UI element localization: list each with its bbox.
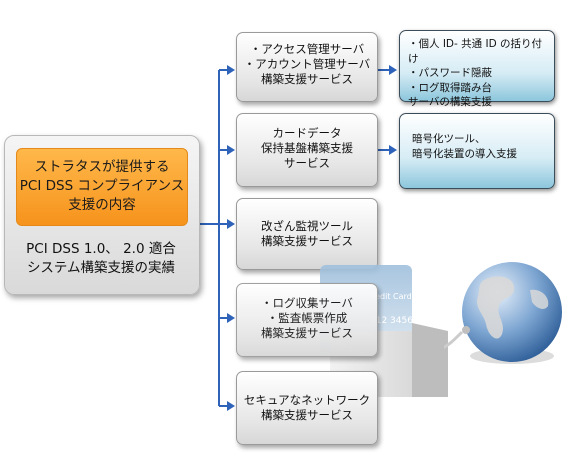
service-4-line-2: ・監査帳票作成 <box>266 311 348 325</box>
main-highlight-line-1: ストラタスが提供する <box>34 159 170 175</box>
globe-illustration <box>444 262 562 364</box>
service-4-line-3: 構築支援サービス <box>261 326 353 340</box>
service-box-log-collection: ・ログ収集サーバ ・監査帳票作成 構築支援サービス <box>236 283 378 357</box>
detail-1-line-2: ・パスワード隠蔽 <box>408 67 492 79</box>
detail-2-line-1: 暗号化ツール、 <box>412 133 486 145</box>
main-highlight-line-2: PCI DSS コンプライアンス <box>19 178 185 194</box>
detail-1-line-4: サーバの構築支援 <box>408 96 492 108</box>
detail-arrow-2 <box>377 145 397 155</box>
branch-arrow-2 <box>219 145 235 155</box>
branch-arrow-4 <box>219 313 235 323</box>
detail-2-line-2: 暗号化装置の導入支援 <box>412 147 517 160</box>
service-5-line-1: セキュアなネットワーク <box>243 393 371 407</box>
main-highlight: ストラタスが提供する PCI DSS コンプライアンス 支援の内容 <box>16 148 188 226</box>
detail-box-encryption: 暗号化ツール、 暗号化装置の導入支援 <box>399 113 555 189</box>
service-1-line-3: 構築支援サービス <box>261 72 353 86</box>
service-4-line-1: ・ログ収集サーバ <box>261 296 353 310</box>
service-1-line-2: ・アカウント管理サーバ <box>243 57 371 71</box>
service-box-access: ・アクセス管理サーバ ・アカウント管理サーバ 構築支援サービス <box>236 32 378 102</box>
main-subtitle: PCI DSS 1.0、 2.0 適合 システム構築支援の実績 <box>10 240 192 278</box>
detail-arrow-1 <box>377 65 397 75</box>
branch-arrow-1 <box>219 65 235 75</box>
main-subtitle-line-1: PCI DSS 1.0、 2.0 適合 <box>26 241 176 257</box>
card-label: redit Card <box>372 292 412 301</box>
branch-arrow-5 <box>219 401 235 411</box>
service-2-line-2: 保持基盤構築支援 <box>261 141 353 155</box>
service-5-line-2: 構築支援サービス <box>261 408 353 422</box>
card-number: 012 3456 <box>370 316 413 326</box>
service-box-secure-network: セキュアなネットワーク 構築支援サービス <box>236 371 378 445</box>
service-box-tamper-monitoring: 改ざん監視ツール 構築支援サービス <box>236 198 378 270</box>
globe-icon <box>462 262 562 362</box>
service-1-line-1: ・アクセス管理サーバ <box>249 42 365 56</box>
service-2-line-3: サービス <box>284 156 330 170</box>
main-subtitle-line-2: システム構築支援の実績 <box>26 260 176 276</box>
service-3-line-1: 改ざん監視ツール <box>261 219 353 233</box>
detail-1-line-3: ・ログ取得踏み台 <box>408 81 492 94</box>
branch-arrow-3 <box>210 219 235 229</box>
detail-box-id-management: ・個人 ID- 共通 ID の括り付け ・パスワード隠蔽 ・ログ取得踏み台 サー… <box>399 30 555 108</box>
service-2-line-1: カードデータ <box>272 126 342 140</box>
service-box-card-data: カードデータ 保持基盤構築支援 サービス <box>236 113 378 187</box>
service-3-line-2: 構築支援サービス <box>261 234 353 248</box>
detail-1-line-1: ・個人 ID- 共通 ID の括り付け <box>408 38 543 65</box>
main-highlight-line-3: 支援の内容 <box>68 197 136 213</box>
